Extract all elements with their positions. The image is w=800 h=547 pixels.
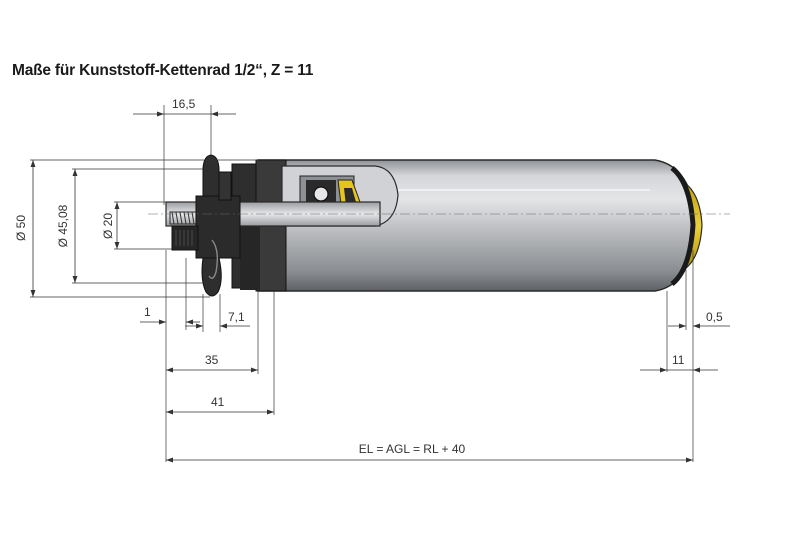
- dim-16-5: 16,5: [172, 97, 196, 111]
- dim-35: 35: [205, 353, 219, 367]
- extension-lines: [30, 105, 694, 462]
- dim-41: 41: [211, 395, 225, 409]
- sprocket-lower: [201, 257, 222, 297]
- dim-dia-45-08: Ø 45,08: [56, 204, 70, 247]
- sprocket-hub: [195, 195, 241, 259]
- roller-body: [165, 154, 703, 297]
- dim-dia-20: Ø 20: [101, 213, 115, 239]
- dim-0-5: 0,5: [706, 310, 723, 324]
- dim-11: 11: [672, 353, 685, 367]
- end-cap-rim: [670, 166, 696, 286]
- dim-7-1: 7,1: [228, 310, 245, 324]
- dim-total-length: EL = AGL = RL + 40: [359, 442, 466, 456]
- sprocket-upper: [202, 154, 220, 201]
- sprocket-tooth-highlight: [208, 239, 219, 279]
- sprocket-flange: [218, 171, 232, 201]
- bearing-ball: [313, 186, 329, 202]
- dim-1: 1: [144, 305, 151, 319]
- housing-lip: [240, 220, 260, 290]
- collar-knurl: [175, 230, 193, 246]
- dim-dia-50: Ø 50: [14, 215, 28, 241]
- dimensions: 16,5 Ø 50 Ø 45,08 Ø 20 1 7,1 0,5 35 11 4: [14, 97, 730, 463]
- drawing-title: Maße für Kunststoff-Kettenrad 1/2“, Z = …: [12, 62, 314, 79]
